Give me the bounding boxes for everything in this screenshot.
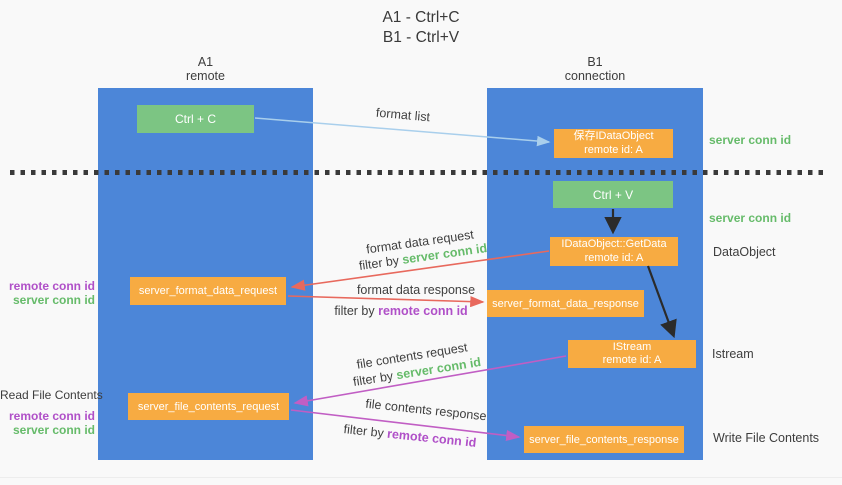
server-format-data-request-box: server_format_data_request <box>130 277 286 305</box>
ctrl-c-box: Ctrl + C <box>137 105 254 133</box>
filter-by-remote-conn-id-label-1: filter by remote conn id <box>334 304 467 318</box>
server-file-contents-response-box: server_file_contents_response <box>524 426 684 453</box>
lane-a1-subtitle: remote <box>186 69 225 83</box>
server-conn-id-badge-top: server conn id <box>709 133 792 147</box>
istream-line2: remote id: A <box>602 354 662 366</box>
ctrl-v-label: Ctrl + V <box>592 187 634 202</box>
server-format-data-request-label: server_format_data_request <box>138 285 278 297</box>
title-line-a1: A1 - Ctrl+C <box>382 9 460 26</box>
server-conn-id-badge-left-top: server conn id <box>12 293 95 307</box>
lane-header-a1: A1 remote <box>98 55 313 83</box>
filter-by-text: filter by <box>342 422 388 441</box>
remote-conn-id-text: remote conn id <box>386 426 478 450</box>
lane-header-b1: B1 connection <box>487 55 703 83</box>
lane-a1-name: A1 <box>197 55 214 69</box>
left-conn-id-group-bottom: remote conn id server conn id <box>0 409 95 437</box>
server-file-contents-response-label: server_file_contents_response <box>529 433 679 446</box>
file-contents-response-label: file contents response <box>364 396 488 424</box>
bottom-hairline <box>0 477 842 478</box>
dataobject-label: DataObject <box>713 245 776 259</box>
remote-conn-id-badge-bottom: remote conn id <box>8 409 95 423</box>
idataobject-getdata-line2: remote id: A <box>584 251 644 264</box>
left-conn-id-group-top: remote conn id server conn id <box>0 279 95 307</box>
diagram-title: A1 - Ctrl+C B1 - Ctrl+V <box>0 8 842 48</box>
server-conn-id-badge-mid: server conn id <box>709 211 792 225</box>
lane-b1-subtitle: connection <box>564 69 626 83</box>
istream-box: IStream remote id: A <box>568 340 696 368</box>
remote-conn-id-badge-top: remote conn id <box>8 279 95 293</box>
filter-by-text: filter by <box>334 304 379 318</box>
istream-line1: IStream <box>612 340 652 353</box>
ctrl-c-label: Ctrl + C <box>174 112 216 126</box>
format-data-response-label: format data response <box>356 283 476 297</box>
format-list-label: format list <box>375 105 431 125</box>
idataobject-getdata-box: IDataObject::GetData remote id: A <box>550 237 678 266</box>
save-idataobject-line1: 保存IDataObject <box>573 130 654 142</box>
idataobject-getdata-line1: IDataObject::GetData <box>561 238 667 250</box>
server-file-contents-request-label: server_file_contents_request <box>137 400 280 413</box>
server-format-data-response-label: server_format_data_response <box>492 297 639 310</box>
remote-conn-id-text: remote conn id <box>378 304 468 318</box>
lane-b1-name: B1 <box>587 55 603 69</box>
filter-by-text: filter by <box>358 252 404 273</box>
istream-side-label: Istream <box>712 347 754 361</box>
title-line-b1: B1 - Ctrl+V <box>382 29 460 46</box>
server-format-data-response-box: server_format_data_response <box>487 290 644 317</box>
save-idataobject-line2: remote id: A <box>584 143 643 156</box>
session-divider-dotted-line <box>10 170 824 175</box>
write-file-contents-label: Write File Contents <box>713 431 820 445</box>
server-file-contents-request-box: server_file_contents_request <box>128 393 289 420</box>
save-idataobject-box: 保存IDataObject remote id: A <box>554 129 673 158</box>
server-conn-id-badge-left-bottom: server conn id <box>12 423 95 437</box>
read-file-contents-label: Read File Contents <box>0 388 103 402</box>
filter-by-remote-conn-id-label-2: filter by remote conn id <box>343 422 477 450</box>
ctrl-v-box: Ctrl + V <box>553 181 673 208</box>
